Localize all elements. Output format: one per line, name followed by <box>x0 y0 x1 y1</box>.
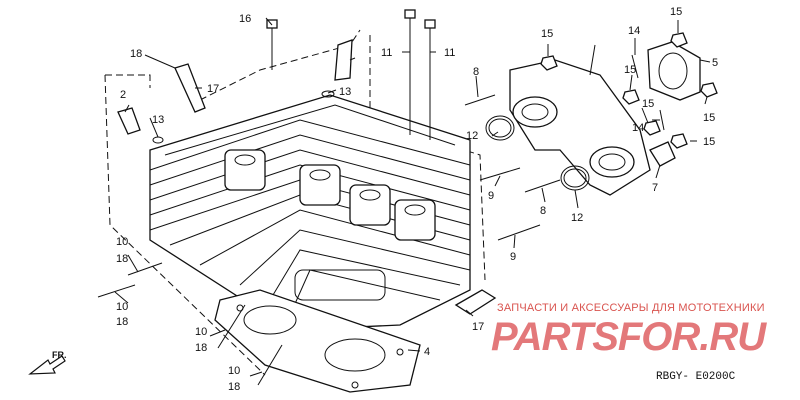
callout-14: 14 <box>632 122 644 134</box>
callout-4: 4 <box>424 346 430 358</box>
callout-10: 10 <box>228 365 240 377</box>
front-arrow-icon <box>28 355 66 375</box>
front-label: FR. <box>52 350 67 360</box>
callout-5: 5 <box>712 57 718 69</box>
cylinder-head <box>149 94 471 331</box>
callout-12: 12 <box>466 130 478 142</box>
callout-12: 12 <box>571 212 583 224</box>
callout-18: 18 <box>116 253 128 265</box>
watermark-logo: PARTSFOR.RU <box>491 315 766 359</box>
o-rings <box>485 115 590 191</box>
callout-13: 13 <box>152 114 164 126</box>
callout-18: 18 <box>195 342 207 354</box>
leader-lines <box>114 17 711 377</box>
small-parts <box>117 32 718 167</box>
callout-15: 15 <box>541 28 553 40</box>
intake-manifold <box>509 59 651 196</box>
spark-plugs <box>174 63 497 315</box>
callout-10: 10 <box>195 326 207 338</box>
callout-15: 15 <box>670 6 682 18</box>
callout-14: 14 <box>628 25 640 37</box>
callout-7: 7 <box>652 182 658 194</box>
callout-17: 17 <box>472 321 484 333</box>
studs <box>97 94 561 386</box>
callout-18: 18 <box>228 381 240 393</box>
callout-15: 15 <box>624 64 636 76</box>
callout-10: 10 <box>116 301 128 313</box>
callout-17: 17 <box>207 83 219 95</box>
callout-15: 15 <box>642 98 654 110</box>
callout-11: 11 <box>381 47 392 59</box>
callout-9: 9 <box>510 251 516 263</box>
head-gasket <box>214 289 421 393</box>
callout-labels: 16 11 11 18 17 2 13 13 15 8 14 15 5 15 1… <box>116 6 718 393</box>
diagram-code: RBGY- E0200C <box>656 371 736 383</box>
callout-11: 11 <box>444 47 455 59</box>
insulator-flange <box>647 41 701 101</box>
assembly-boundary <box>104 29 486 376</box>
callout-8: 8 <box>540 205 546 217</box>
callout-2: 2 <box>120 89 126 101</box>
callout-18: 18 <box>116 316 128 328</box>
callout-9: 9 <box>488 190 494 202</box>
callout-15: 15 <box>703 112 715 124</box>
watermark-tagline: ЗАПЧАСТИ И АКСЕССУАРЫ ДЛЯ МОТОТЕХНИКИ <box>497 302 765 314</box>
callout-13: 13 <box>339 86 351 98</box>
callout-16: 16 <box>239 13 251 25</box>
callout-8: 8 <box>473 66 479 78</box>
callout-10: 10 <box>116 236 128 248</box>
callout-18: 18 <box>130 48 142 60</box>
callout-15: 15 <box>703 136 715 148</box>
head-bolts <box>266 9 436 140</box>
